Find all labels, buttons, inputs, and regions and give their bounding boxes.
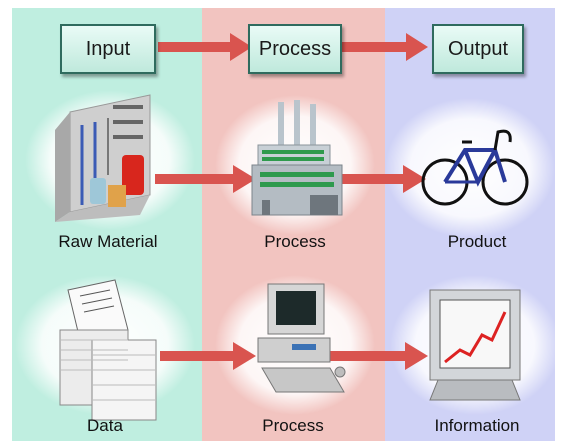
factory-icon	[251, 100, 343, 216]
raw-material-label: Raw Material	[58, 232, 158, 251]
header-arrow-2	[340, 33, 428, 61]
row2-arrow-2	[322, 342, 428, 370]
row1-arrow-2	[340, 165, 426, 193]
information-label: Information	[434, 416, 520, 435]
product-label: Product	[447, 232, 507, 251]
documents-icon	[59, 279, 157, 421]
input-header-label: Input	[85, 37, 131, 60]
row2-arrow-1	[160, 342, 256, 370]
process-header-label: Process	[258, 37, 332, 60]
computer-icon	[257, 283, 346, 393]
row2-process-label: Process	[262, 416, 324, 435]
input-header: Input	[60, 24, 156, 74]
monitor-chart-icon	[429, 289, 521, 401]
header-arrow-1	[158, 33, 252, 61]
row1-arrow-1	[155, 165, 256, 193]
row1-process-label: Process	[264, 232, 326, 251]
warehouse-icon	[55, 94, 151, 222]
process-header: Process	[248, 24, 342, 74]
output-header: Output	[432, 24, 524, 74]
bicycle-icon	[421, 129, 529, 206]
data-label: Data	[87, 416, 123, 435]
output-header-label: Output	[447, 37, 509, 60]
